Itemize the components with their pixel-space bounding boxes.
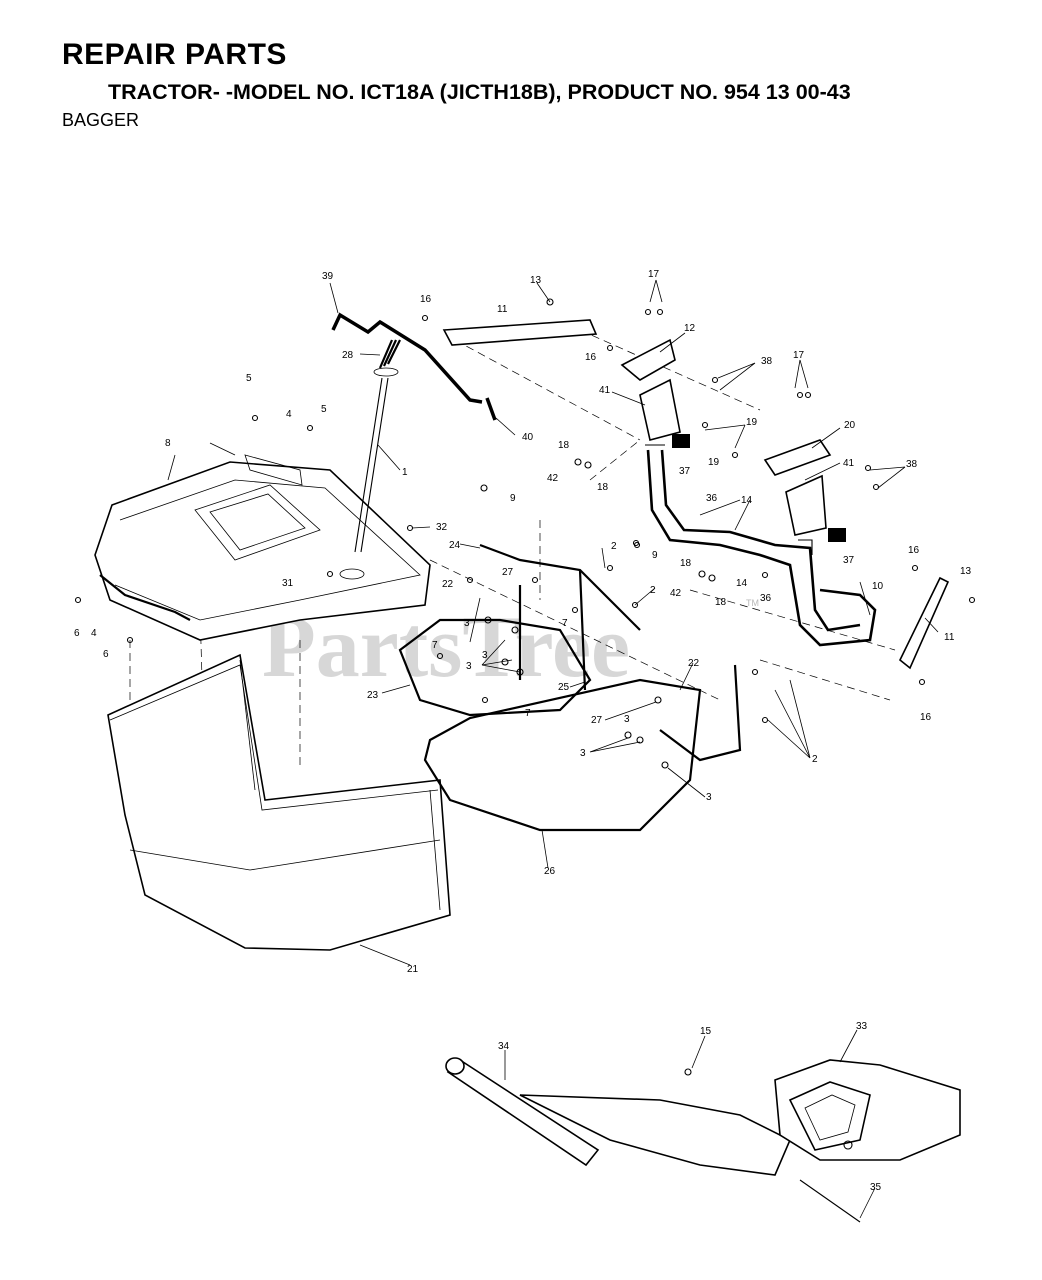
callout-13: 13 xyxy=(960,566,972,577)
callout-24: 24 xyxy=(449,540,461,551)
callout-10: 10 xyxy=(872,581,884,592)
support-rod-part xyxy=(354,377,383,553)
callout-5: 5 xyxy=(246,373,252,384)
handle-part xyxy=(99,574,191,621)
chute-assembly-part xyxy=(445,1057,961,1176)
callout-9: 9 xyxy=(510,493,516,504)
callout-16: 16 xyxy=(585,352,597,363)
callout-40: 40 xyxy=(522,432,534,443)
callout-35: 35 xyxy=(870,1182,882,1193)
callout-37: 37 xyxy=(679,466,691,477)
callout-36: 36 xyxy=(706,493,718,504)
callout-28: 28 xyxy=(342,350,354,361)
callout-22: 22 xyxy=(688,658,700,669)
callout-27: 27 xyxy=(502,567,514,578)
callout-18: 18 xyxy=(558,440,570,451)
callout-21: 21 xyxy=(407,964,419,975)
callout-17: 17 xyxy=(648,269,660,280)
callout-25: 25 xyxy=(558,682,570,693)
spring-part xyxy=(378,339,401,369)
callout-3: 3 xyxy=(466,661,472,672)
callout-14: 14 xyxy=(741,495,753,506)
plate-part xyxy=(620,338,676,381)
strap-part xyxy=(899,576,950,670)
bag-frame-parts xyxy=(398,543,742,832)
page-title: REPAIR PARTS xyxy=(62,38,287,71)
callout-3: 3 xyxy=(482,650,488,661)
callout-8: 8 xyxy=(165,438,171,449)
callout-2: 2 xyxy=(650,585,656,596)
callout-42: 42 xyxy=(547,473,559,484)
callout-11: 11 xyxy=(944,632,955,643)
callout-7: 7 xyxy=(562,618,568,629)
callout-3: 3 xyxy=(464,618,470,629)
model-line: TRACTOR- -MODEL NO. ICT18A (JICTH18B), P… xyxy=(108,80,851,104)
callout-2: 2 xyxy=(611,541,617,552)
callout-2: 2 xyxy=(812,754,818,765)
callout-32: 32 xyxy=(436,522,448,533)
callout-37: 37 xyxy=(843,555,855,566)
callout-39: 39 xyxy=(322,271,334,282)
callout-14: 14 xyxy=(736,578,748,589)
callout-6: 6 xyxy=(74,628,80,639)
lift-rod-part xyxy=(331,312,497,421)
callout-15: 15 xyxy=(700,1026,712,1037)
callout-16: 16 xyxy=(908,545,920,556)
callout-1: 1 xyxy=(402,467,408,478)
callout-16: 16 xyxy=(420,294,432,305)
bracket-part xyxy=(639,378,681,441)
callout-labels: 1 2 2 2 3 3 3 3 3 3 4 4 5 5 6 6 7 7 7 8 … xyxy=(74,269,972,1193)
callout-13: 13 xyxy=(530,275,542,286)
callout-18: 18 xyxy=(715,597,727,608)
callout-36: 36 xyxy=(760,593,772,604)
callout-33: 33 xyxy=(856,1021,868,1032)
section-name: BAGGER xyxy=(62,110,140,130)
callout-27: 27 xyxy=(591,715,603,726)
strap-part xyxy=(442,319,598,346)
callout-6: 6 xyxy=(103,649,109,660)
callout-41: 41 xyxy=(599,385,611,396)
callout-18: 18 xyxy=(597,482,609,493)
callout-3: 3 xyxy=(706,792,712,803)
callout-3: 3 xyxy=(580,748,586,759)
block-part xyxy=(828,528,846,542)
watermark-tm: TM xyxy=(746,598,759,608)
callout-11: 11 xyxy=(497,304,508,315)
callout-41: 41 xyxy=(843,458,855,469)
callout-3: 3 xyxy=(624,714,630,725)
callout-23: 23 xyxy=(367,690,379,701)
bracket-part xyxy=(785,474,827,536)
plate-part xyxy=(763,439,832,476)
callout-38: 38 xyxy=(906,459,918,470)
callout-16: 16 xyxy=(920,712,932,723)
callout-4: 4 xyxy=(91,628,97,639)
pin-part xyxy=(799,1179,861,1223)
callout-18: 18 xyxy=(680,558,692,569)
callout-17: 17 xyxy=(793,350,805,361)
callout-31: 31 xyxy=(282,578,294,589)
callout-4: 4 xyxy=(286,409,292,420)
callout-12: 12 xyxy=(684,323,696,334)
callout-7: 7 xyxy=(432,640,438,651)
callout-5: 5 xyxy=(321,404,327,415)
callout-34: 34 xyxy=(498,1041,510,1052)
callout-42: 42 xyxy=(670,588,682,599)
grass-bag-part xyxy=(107,653,451,951)
hardware-bolts xyxy=(74,298,976,1150)
block-part xyxy=(672,434,690,448)
callout-22: 22 xyxy=(442,579,454,590)
leader-lines xyxy=(167,279,939,1219)
callout-38: 38 xyxy=(761,356,773,367)
callout-20: 20 xyxy=(844,420,856,431)
callout-9: 9 xyxy=(652,550,658,561)
callout-19: 19 xyxy=(746,417,758,428)
callout-19: 19 xyxy=(708,457,720,468)
mount-bracket-parts xyxy=(645,444,877,647)
callout-26: 26 xyxy=(544,866,556,877)
bagger-cover-part xyxy=(94,454,431,641)
callout-7: 7 xyxy=(525,708,531,719)
